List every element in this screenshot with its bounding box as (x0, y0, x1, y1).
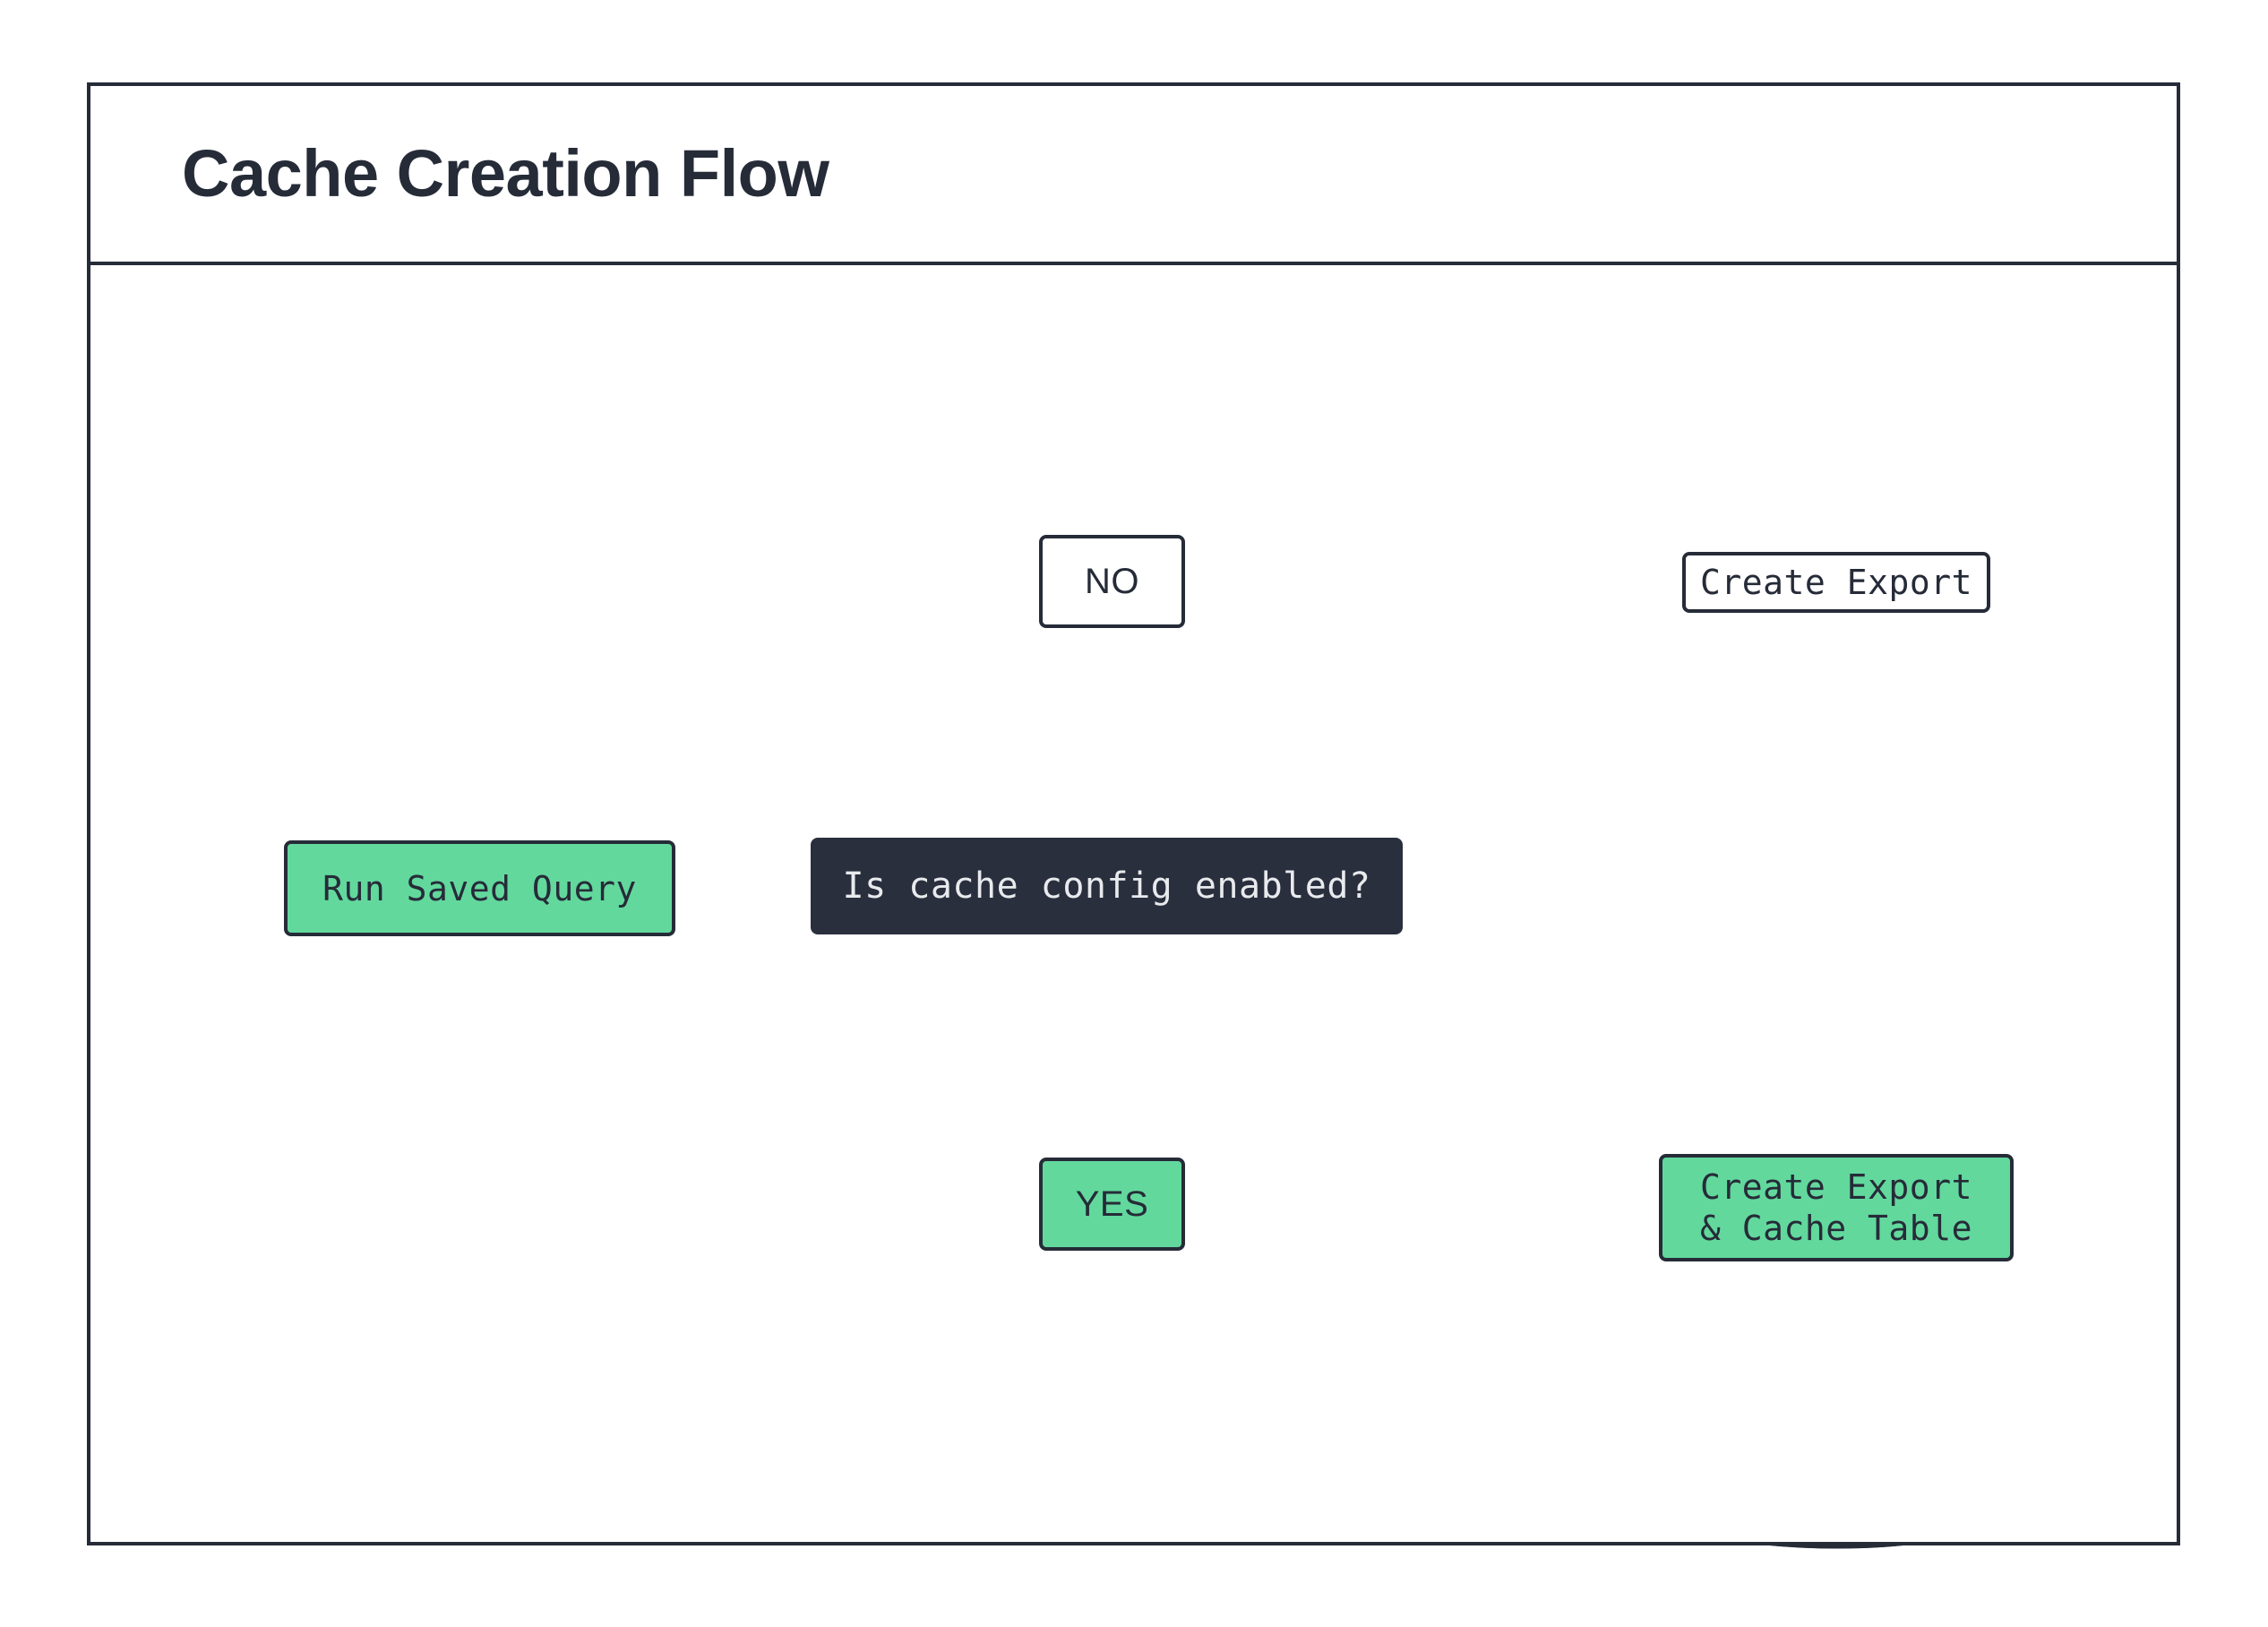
diagram-frame: Cache Creation Flow (87, 82, 2180, 1545)
node-db-bottom-create-export-cache-table[interactable]: Create Export & Cache Table (1659, 1154, 2014, 1261)
edge-label-no[interactable]: NO (1039, 535, 1185, 628)
page-title: Cache Creation Flow (182, 136, 829, 211)
node-run-saved-query[interactable]: Run Saved Query (284, 840, 675, 936)
db-bottom-label-text: Create Export & Cache Table (1700, 1166, 1972, 1248)
node-db-top-create-export[interactable]: Create Export (1682, 552, 1990, 613)
diagram-title-bar: Cache Creation Flow (90, 86, 2177, 265)
node-decision-is-cache-config-enabled[interactable]: Is cache config enabled? (811, 838, 1403, 934)
edge-label-yes[interactable]: YES (1039, 1158, 1185, 1251)
